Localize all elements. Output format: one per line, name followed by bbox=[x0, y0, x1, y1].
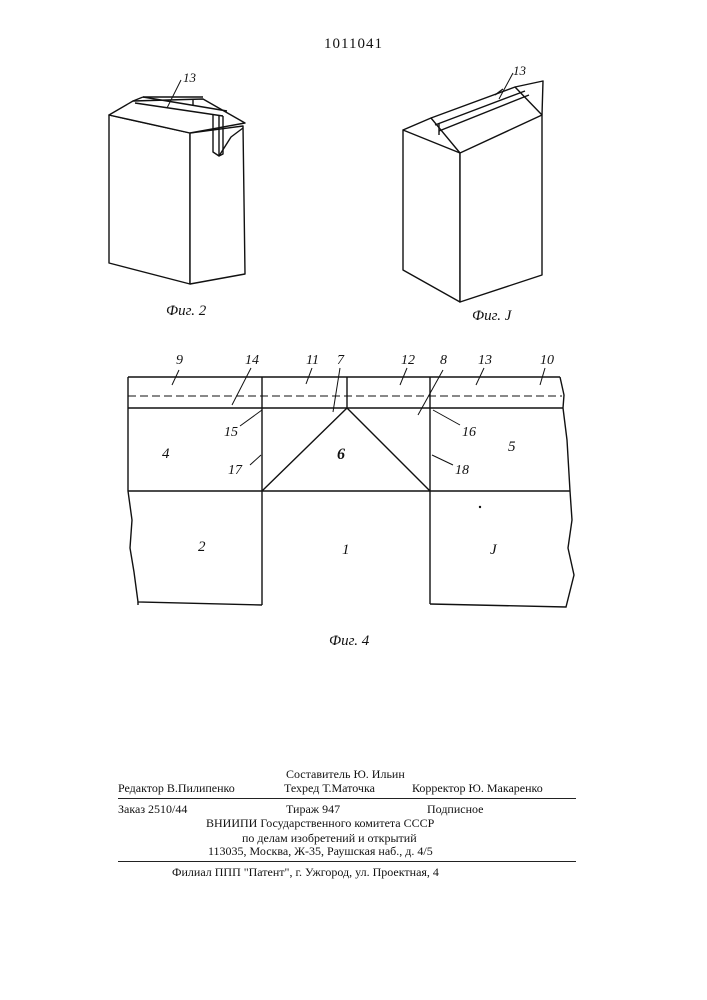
footer-compiler: Составитель Ю. Ильин bbox=[286, 767, 405, 782]
footer-techred: Техред Т.Маточка bbox=[284, 781, 375, 796]
fig4-label-7: 7 bbox=[337, 353, 345, 368]
fig4-label-16: 16 bbox=[462, 425, 476, 440]
footer-rule-1 bbox=[118, 798, 576, 799]
figure-3-drawing: 13 bbox=[395, 65, 560, 310]
fig3-label-13: 13 bbox=[513, 65, 527, 78]
fig4-label-12: 12 bbox=[401, 353, 415, 368]
fig4-right-edge bbox=[430, 377, 574, 607]
fig4-label-8: 8 bbox=[440, 353, 447, 368]
footer-address: 113035, Москва, Ж-35, Раушская наб., д. … bbox=[208, 844, 433, 859]
fig4-label-9: 9 bbox=[176, 353, 183, 368]
figure-2-caption: Фиг. 2 bbox=[166, 303, 206, 320]
footer-rule-2 bbox=[118, 861, 576, 862]
fig4-triangle-left bbox=[262, 408, 347, 491]
fig4-label-11: 11 bbox=[306, 353, 319, 368]
footer-order: Заказ 2510/44 bbox=[118, 802, 187, 817]
fig4-label-3: J bbox=[490, 542, 498, 558]
fig4-label-6: 6 bbox=[337, 446, 345, 463]
footer-subscription: Подписное bbox=[427, 802, 484, 817]
fig4-label-17: 17 bbox=[228, 463, 243, 478]
figure-4-caption: Фиг. 4 bbox=[329, 633, 369, 650]
fig4-label-14: 14 bbox=[245, 353, 259, 368]
fig4-label-10: 10 bbox=[540, 353, 554, 368]
footer-editor: Редактор В.Пилипенко bbox=[118, 781, 235, 796]
fig4-label-4: 4 bbox=[162, 446, 170, 462]
fig4-label-1: 1 bbox=[342, 542, 350, 558]
footer-circulation: Тираж 947 bbox=[286, 802, 340, 817]
fig4-triangle-right bbox=[347, 408, 430, 491]
fig4-label-5: 5 bbox=[508, 439, 516, 455]
figure-3-caption: Фиг. J bbox=[472, 308, 511, 325]
fig4-label-18: 18 bbox=[455, 463, 469, 478]
footer-corrector: Корректор Ю. Макаренко bbox=[412, 781, 543, 796]
fig3-side-face bbox=[460, 115, 542, 302]
fig3-front-face bbox=[403, 130, 460, 302]
fig4-label-2: 2 bbox=[198, 539, 206, 555]
figure-2-drawing: 13 bbox=[95, 70, 265, 295]
fig4-label-15: 15 bbox=[224, 425, 238, 440]
footer-branch: Филиал ППП "Патент", г. Ужгород, ул. Про… bbox=[172, 865, 439, 880]
patent-number: 1011041 bbox=[0, 36, 707, 53]
fig2-label-13: 13 bbox=[183, 70, 197, 85]
fig2-front-face bbox=[109, 115, 190, 284]
figure-4-drawing: 9 14 11 7 12 8 13 10 15 16 4 6 5 17 18 2… bbox=[120, 345, 590, 615]
fig4-label-13: 13 bbox=[478, 353, 492, 368]
footer-org-line1: ВНИИПИ Государственного комитета СССР bbox=[206, 816, 434, 831]
fig2-side-face bbox=[190, 126, 245, 284]
